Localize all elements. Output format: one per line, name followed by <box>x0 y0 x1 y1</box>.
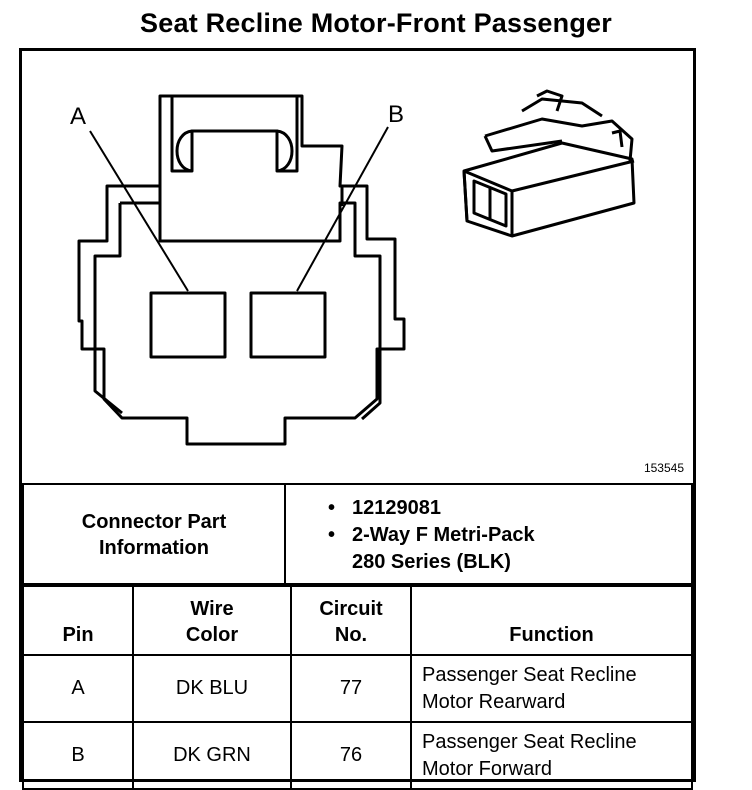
circuit-cell: 77 <box>290 654 412 723</box>
part-bullet-2: •2-Way F Metri-Pack <box>328 523 535 546</box>
connector-illustration <box>77 89 636 446</box>
connector-face-outline <box>77 94 406 446</box>
pin-table-header: Pin Wire Color Circuit No. Function <box>22 583 693 656</box>
pin-label-a: A <box>70 103 87 130</box>
pin-cavity-b <box>249 291 327 359</box>
pin-table: Pin Wire Color Circuit No. Function A DK… <box>22 583 693 790</box>
leader-line-a <box>89 130 189 292</box>
pin-label-b: B <box>388 101 405 128</box>
header-wire-color: Wire Color <box>132 583 292 656</box>
pin-cell: B <box>22 721 134 790</box>
wire-color-cell: DK GRN <box>132 721 292 790</box>
pin-cell: A <box>22 654 134 723</box>
connector-figure: A B 153545 <box>22 51 693 483</box>
diagram-title: Seat Recline Motor-Front Passenger <box>140 8 612 38</box>
header-circuit: Circuit No. <box>290 583 412 656</box>
function-cell: Passenger Seat Recline Motor Forward <box>410 721 693 790</box>
table-row: A DK BLU 77 Passenger Seat Recline Motor… <box>22 654 693 723</box>
header-pin: Pin <box>22 583 134 656</box>
connector-part-numbers: •12129081 •2-Way F Metri-Pack 280 Series… <box>284 483 693 587</box>
table-row: B DK GRN 76 Passenger Seat Recline Motor… <box>22 721 693 790</box>
part-bullet-1: •12129081 <box>328 496 441 519</box>
function-cell: Passenger Seat Recline Motor Rearward <box>410 654 693 723</box>
figure-id: 153545 <box>643 461 684 475</box>
leader-line-b <box>296 126 389 292</box>
circuit-cell: 76 <box>290 721 412 790</box>
connector-inner-outline <box>120 201 382 421</box>
header-function: Function <box>410 583 693 656</box>
pin-cavity-a <box>149 291 227 359</box>
connector-3d-view <box>462 89 636 238</box>
wire-color-cell: DK BLU <box>132 654 292 723</box>
connector-info-label: Connector Part Information <box>22 483 286 587</box>
connector-info-table: Connector Part Information •12129081 •2-… <box>22 483 693 587</box>
connector-frame: A B 153545 Connector Part Information •1… <box>19 48 696 790</box>
latch-detail <box>170 96 299 173</box>
